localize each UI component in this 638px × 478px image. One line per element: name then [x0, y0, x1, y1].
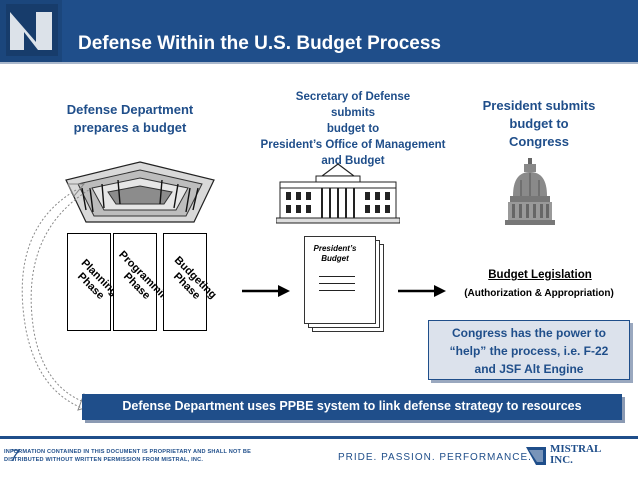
- president-submits-text: President submits budget to Congress: [482, 98, 596, 149]
- document-line: [319, 276, 355, 277]
- title-bar: [0, 0, 638, 62]
- right-arrow-icon: [398, 285, 446, 297]
- congress-callout-box: [428, 320, 630, 380]
- mistral-logo-icon: [526, 447, 546, 465]
- footer-divider: [0, 436, 638, 439]
- capitol-dome-icon: [505, 158, 555, 225]
- header-divider: [0, 62, 638, 64]
- footer-disclaimer: Information contained in this document i…: [4, 449, 252, 463]
- right-arrow-icon: [242, 285, 290, 297]
- budgeting-phase-label: Budgeting Phase: [171, 254, 219, 302]
- pentagon-icon: [65, 161, 215, 223]
- page-number: 7: [10, 446, 20, 465]
- document-line: [319, 290, 355, 291]
- company-name: MISTRAL INC.: [550, 443, 602, 466]
- budget-legislation-title: Budget Legislation: [488, 269, 592, 281]
- presidents-budget-label: President’s Budget: [313, 244, 357, 263]
- ppbe-banner: [82, 394, 622, 420]
- secdef-submits-text: Secretary of Defense submits budget to P…: [260, 91, 446, 167]
- budgeting-phase-box: Budgeting Phase: [163, 233, 219, 331]
- programming-phase-box: Programming Phase: [113, 233, 175, 331]
- dept-prepares-text: Defense Department prepares a budget: [66, 102, 194, 135]
- budget-legislation-subtitle: (Authorization & Appropriation): [464, 288, 614, 299]
- planning-phase-box: Planning Phase: [67, 233, 120, 331]
- white-house-icon: [276, 163, 400, 224]
- document-page: [304, 236, 376, 324]
- header-logo-icon: [0, 0, 62, 62]
- document-line: [319, 283, 355, 284]
- footer-tagline: PRIDE. PASSION. PERFORMANCE.: [338, 452, 532, 463]
- ppbe-banner-text: Defense Department uses PPBE system to l…: [122, 399, 582, 413]
- page-title: Defense Within the U.S. Budget Process: [78, 33, 442, 54]
- congress-callout-text: Congress has the power to “help” the pro…: [449, 326, 609, 376]
